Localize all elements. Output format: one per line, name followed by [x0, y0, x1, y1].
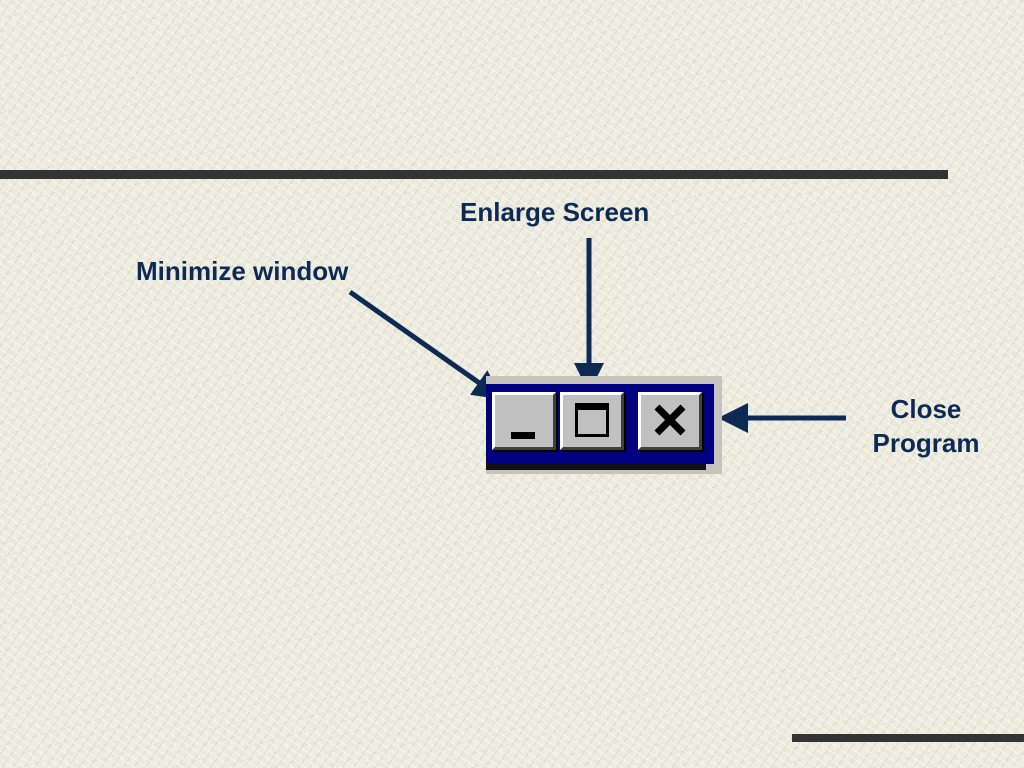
minimize-icon: [511, 432, 535, 439]
title-bar-buttons: [486, 376, 722, 474]
top-divider-rule: [0, 170, 948, 179]
maximize-icon: [575, 403, 609, 437]
minimize-button[interactable]: [492, 392, 556, 450]
close-program-label: Close Program: [872, 394, 980, 458]
maximize-button[interactable]: [560, 392, 624, 450]
close-icon: [654, 404, 686, 436]
title-bar-underline: [486, 464, 706, 470]
close-button[interactable]: [638, 392, 702, 450]
minimize-window-label: Minimize window: [136, 256, 349, 286]
minimize-arrow: [348, 289, 504, 400]
bottom-divider-rule: [792, 734, 1024, 742]
enlarge-screen-label: Enlarge Screen: [460, 197, 650, 227]
